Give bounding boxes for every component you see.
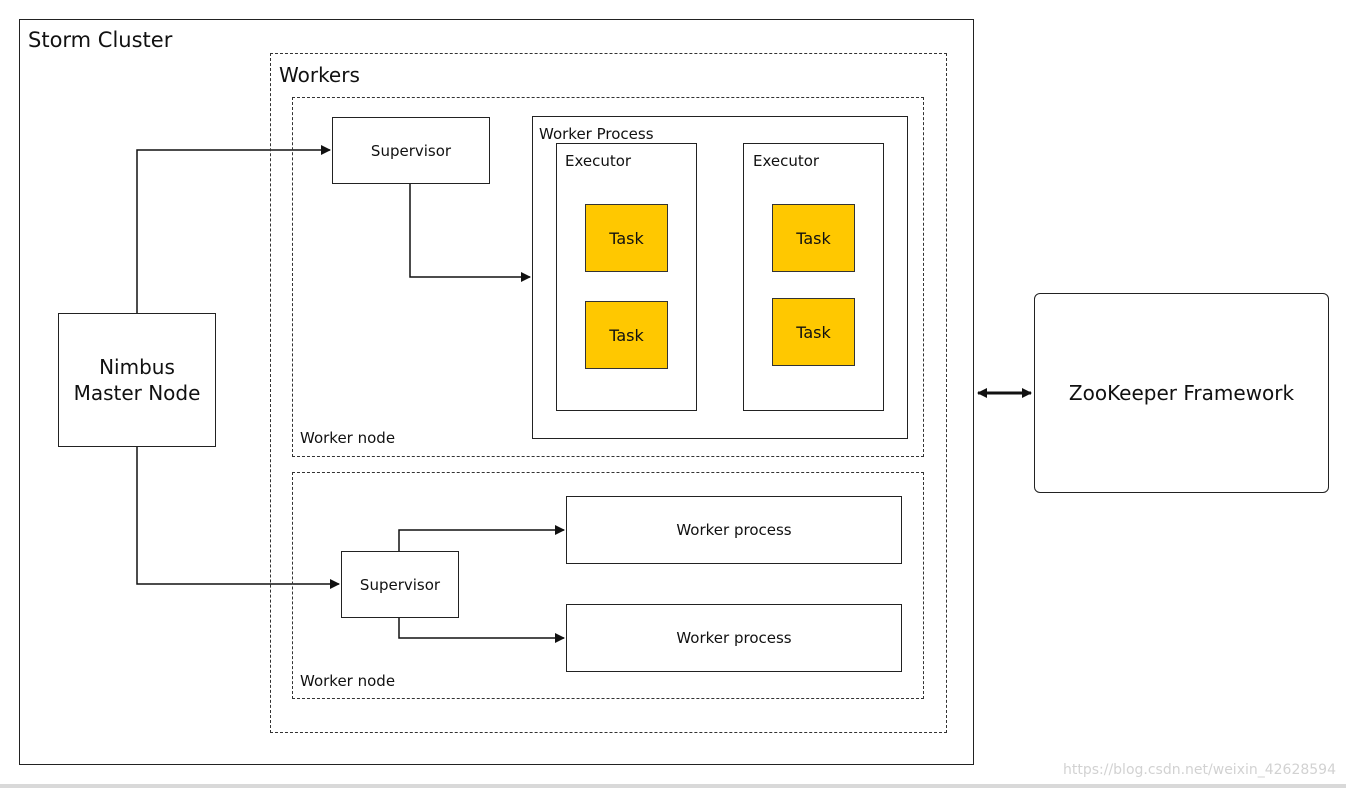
storm-cluster-box	[19, 19, 974, 765]
worker-node-2	[292, 472, 924, 699]
arrow-supervisor-to-worker-process	[409, 184, 531, 282]
worker-process-2: Worker process	[566, 604, 902, 672]
workers-container	[270, 53, 947, 733]
supervisor-1: Supervisor	[332, 117, 490, 184]
nimbus-line-1: Nimbus	[99, 355, 175, 379]
worker-node-2-label: Worker node	[300, 672, 396, 690]
arrow-nimbus-to-supervisor-2	[136, 446, 340, 589]
bottom-rule	[0, 784, 1346, 788]
task-1-1: Task	[585, 204, 668, 272]
executor-2-title: Executor	[753, 152, 820, 170]
arrow-supervisor-to-process-1	[398, 525, 565, 551]
nimbus-line-2: Master Node	[73, 381, 201, 405]
arrow-supervisor-to-process-2	[398, 618, 565, 643]
workers-title: Workers	[279, 63, 360, 87]
worker-node-1-label: Worker node	[300, 429, 396, 447]
task-1-2: Task	[585, 301, 668, 369]
task-2-2: Task	[772, 298, 855, 366]
worker-node-1	[292, 97, 924, 457]
worker-process-title: Worker Process	[539, 125, 654, 143]
storm-cluster-title: Storm Cluster	[28, 28, 173, 52]
executor-2	[743, 143, 884, 411]
nimbus-master-node: Nimbus Master Node	[58, 313, 216, 447]
zookeeper-framework: ZooKeeper Framework	[1034, 293, 1329, 493]
watermark: https://blog.csdn.net/weixin_42628594	[1062, 762, 1336, 778]
arrow-nimbus-to-supervisor-1	[136, 145, 331, 313]
task-2-1: Task	[772, 204, 855, 272]
supervisor-2: Supervisor	[341, 551, 459, 618]
executor-1	[556, 143, 697, 411]
executor-1-title: Executor	[565, 152, 632, 170]
worker-process-1: Worker process	[566, 496, 902, 564]
